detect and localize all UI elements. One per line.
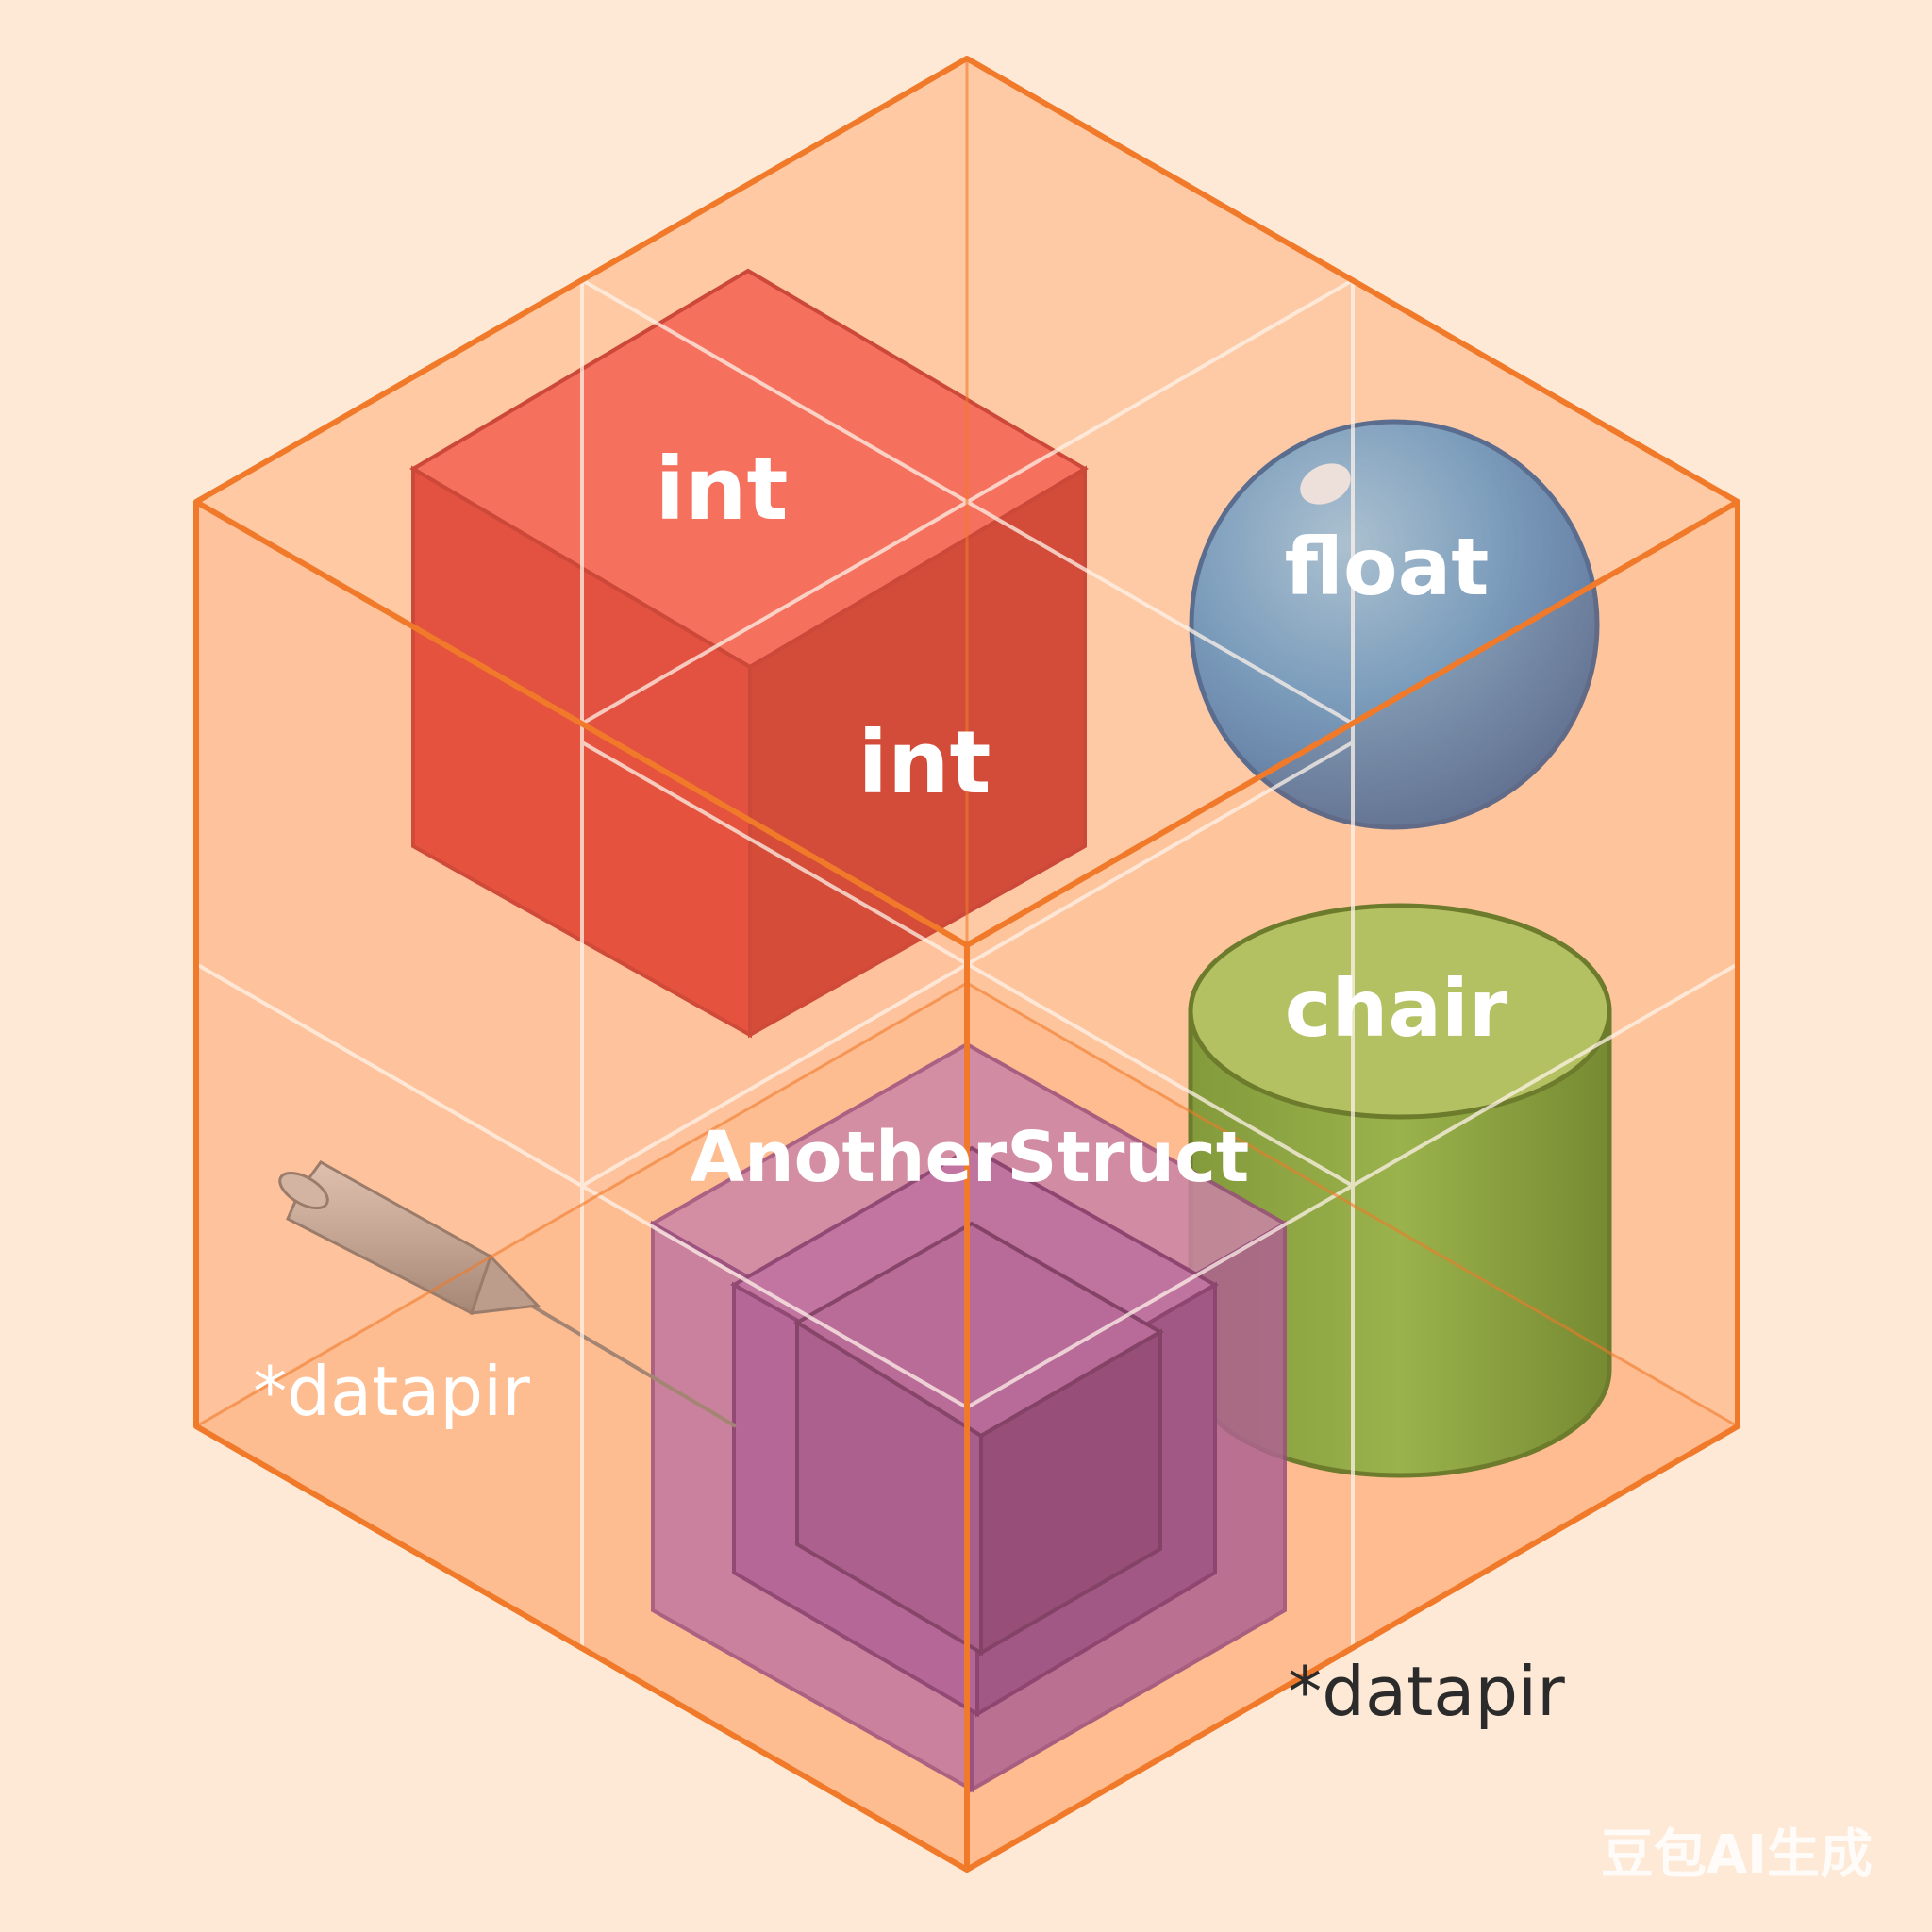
watermark-text: 豆包AI生成 bbox=[1601, 1824, 1873, 1886]
chair-cylinder bbox=[1188, 903, 1612, 1478]
int-label-front: int bbox=[858, 712, 991, 813]
container-dividers bbox=[195, 278, 1739, 1648]
int-label-top: int bbox=[655, 439, 788, 540]
anotherstruct-label: AnotherStruct bbox=[691, 1117, 1250, 1198]
float-sphere bbox=[1189, 419, 1600, 830]
float-label: float bbox=[1285, 521, 1490, 613]
chair-label: chair bbox=[1285, 962, 1508, 1055]
datapir-label-bottom: *datapir bbox=[1288, 1652, 1565, 1731]
datapir-label-left: *datapir bbox=[253, 1352, 530, 1431]
pencil-pointer-icon bbox=[278, 1160, 738, 1428]
container-cube-edges bbox=[193, 56, 1740, 1873]
